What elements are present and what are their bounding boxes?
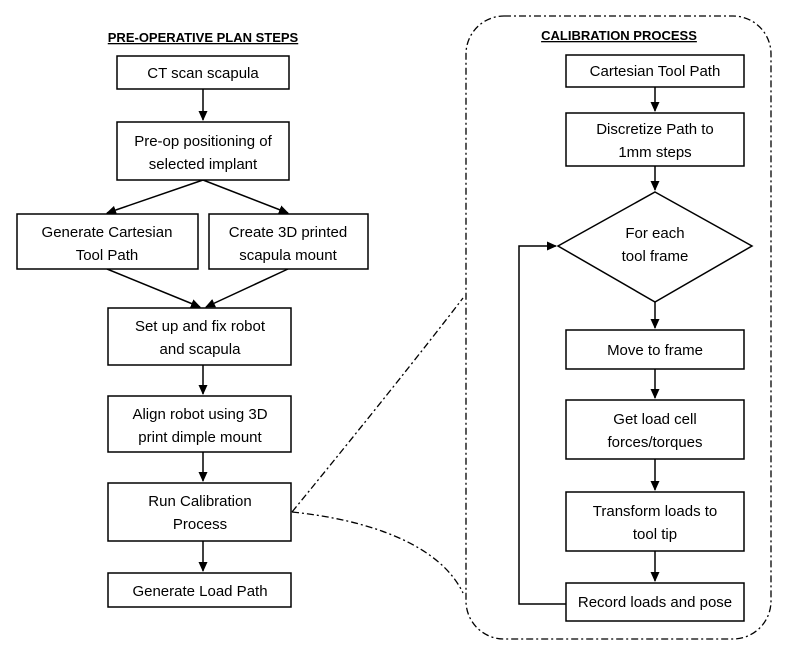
node-pre-op-positioning-line-1: Pre-op positioning of xyxy=(134,133,272,150)
edge-positioning-to-mount xyxy=(202,179,289,214)
node-align-robot-line-2: print dimple mount xyxy=(138,429,262,446)
node-generate-load-path: Generate Load Path xyxy=(107,572,292,608)
node-create-3d-mount: Create 3D printed scapula mount xyxy=(208,213,369,270)
pre-operative-header: PRE-OPERATIVE PLAN STEPS xyxy=(108,30,299,45)
node-for-each-decision-line-2: tool frame xyxy=(622,248,689,265)
node-cartesian-tool-path-line-1: Cartesian Tool Path xyxy=(590,63,721,80)
node-move-to-frame-line-1: Move to frame xyxy=(607,342,703,359)
node-generate-cartesian-line-1: Generate Cartesian xyxy=(42,224,173,241)
node-cartesian-tool-path: Cartesian Tool Path xyxy=(565,54,745,88)
node-run-calibration: Run Calibration Process xyxy=(107,482,292,542)
node-align-robot: Align robot using 3D print dimple mount xyxy=(107,395,292,453)
edge-mount-to-setup xyxy=(205,268,289,308)
node-create-3d-mount-line-2: scapula mount xyxy=(239,247,337,264)
node-setup-robot-line-1: Set up and fix robot xyxy=(135,318,266,335)
node-move-to-frame: Move to frame xyxy=(565,329,745,370)
calibration-header: CALIBRATION PROCESS xyxy=(541,28,697,43)
node-discretize-path: Discretize Path to 1mm steps xyxy=(565,112,745,167)
node-run-calibration-line-2: Process xyxy=(173,516,227,533)
edge-positioning-to-cartesian xyxy=(106,179,204,215)
node-transform-loads-line-1: Transform loads to xyxy=(593,503,718,520)
connector-lower xyxy=(291,511,464,594)
node-generate-cartesian-line-2: Tool Path xyxy=(76,247,139,264)
edge-record-loop-back xyxy=(518,241,566,605)
node-generate-cartesian: Generate Cartesian Tool Path xyxy=(16,213,199,270)
node-setup-robot: Set up and fix robot and scapula xyxy=(107,307,292,366)
node-create-3d-mount-line-1: Create 3D printed xyxy=(229,224,347,241)
node-record-loads-line-1: Record loads and pose xyxy=(578,594,732,611)
node-ct-scan-line-1: CT scan scapula xyxy=(147,65,259,82)
node-record-loads: Record loads and pose xyxy=(565,582,745,622)
node-run-calibration-line-1: Run Calibration xyxy=(148,493,251,510)
node-pre-op-positioning: Pre-op positioning of selected implant xyxy=(116,121,290,181)
node-for-each-decision: For each tool frame xyxy=(556,191,754,303)
node-for-each-decision-line-1: For each xyxy=(625,225,684,242)
node-transform-loads-line-2: tool tip xyxy=(633,526,677,543)
node-transform-loads: Transform loads to tool tip xyxy=(565,491,745,552)
node-setup-robot-line-2: and scapula xyxy=(160,341,242,358)
edge-cartesian-to-setup xyxy=(106,268,201,308)
node-get-load-cell: Get load cell forces/torques xyxy=(565,399,745,460)
node-align-robot-line-1: Align robot using 3D xyxy=(132,406,267,423)
node-get-load-cell-line-2: forces/torques xyxy=(607,434,702,451)
connector-upper xyxy=(291,297,464,513)
node-discretize-path-line-1: Discretize Path to xyxy=(596,121,714,138)
node-get-load-cell-line-1: Get load cell xyxy=(613,411,696,428)
node-pre-op-positioning-line-2: selected implant xyxy=(149,156,258,173)
node-ct-scan: CT scan scapula xyxy=(116,55,290,90)
node-discretize-path-line-2: 1mm steps xyxy=(618,144,691,161)
calibration-container xyxy=(465,15,772,640)
node-generate-load-path-line-1: Generate Load Path xyxy=(132,583,267,600)
